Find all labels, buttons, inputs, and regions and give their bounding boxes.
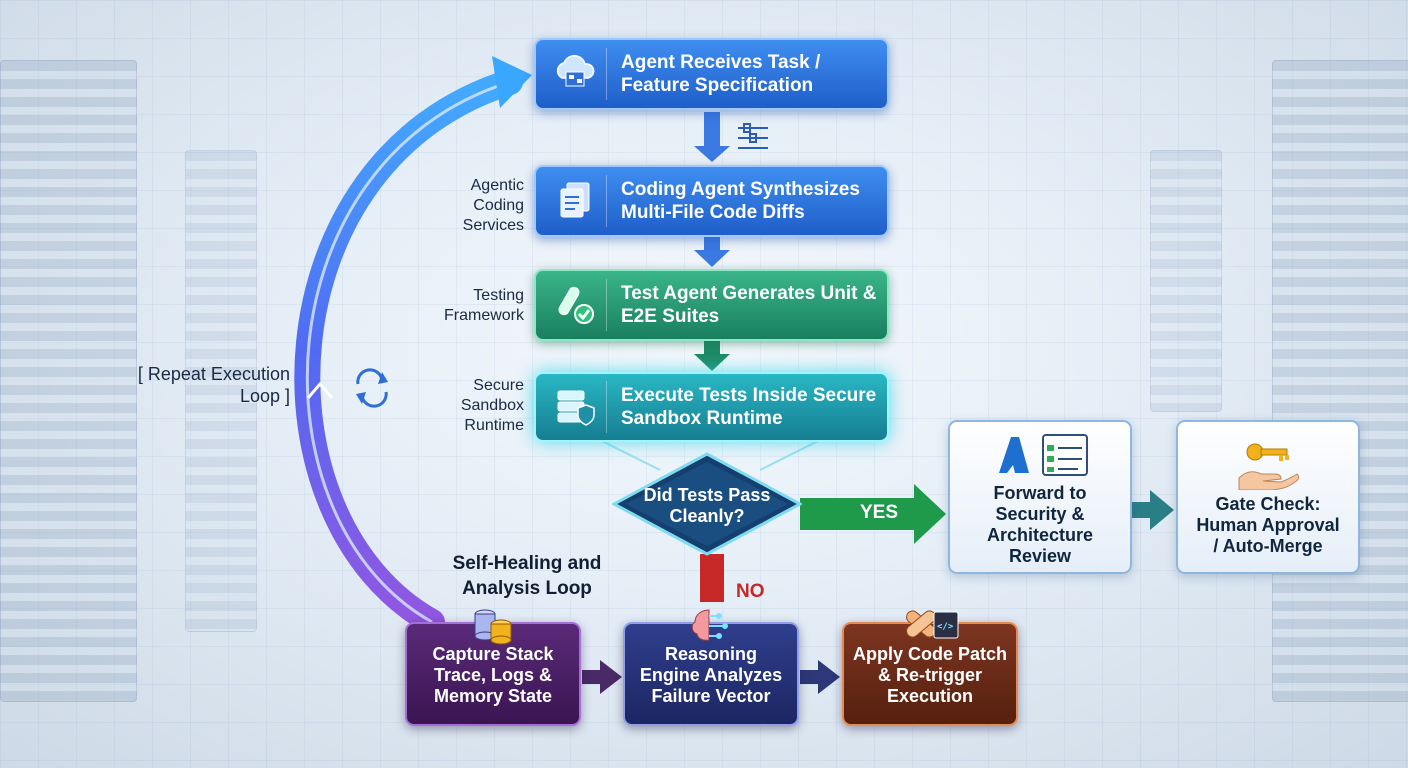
test-tube-check-icon	[544, 279, 607, 331]
node-patch-text: Apply Code Patch & Re-trigger Execution	[852, 644, 1008, 706]
node-generate-text: Test Agent Generates Unit & E2E Suites	[621, 283, 877, 327]
server-rack-right	[1272, 60, 1408, 702]
bandage-code-icon: </>	[900, 606, 960, 639]
label-repeat-loop: [ Repeat Execution Loop ]	[137, 364, 290, 406]
label-testing-framework: Testing Framework	[443, 287, 524, 324]
node-gate-text: Gate Check: Human Approval / Auto-Merge	[1196, 493, 1340, 556]
yes-label: YES	[860, 502, 899, 523]
no-label: NO	[736, 581, 765, 602]
arrow-reasoning-to-patch	[800, 660, 840, 694]
svg-text:</>: </>	[937, 622, 954, 632]
decision-diamond	[612, 452, 802, 556]
node-forward-text: Forward to Security & Architecture Revie…	[986, 483, 1094, 566]
node-execute-tests: Execute Tests Inside Secure Sandbox Runt…	[534, 372, 889, 442]
node-gate-check: Gate Check: Human Approval / Auto-Merge	[1176, 420, 1360, 574]
arrow-forward-to-gate	[1132, 490, 1174, 530]
label-self-healing-loop: Self-Healing and Analysis Loop	[452, 553, 602, 599]
node-capture-text: Capture Stack Trace, Logs & Memory State	[432, 644, 554, 706]
cloud-diagram-icon	[544, 48, 607, 100]
node-forward-review: Forward to Security & Architecture Revie…	[948, 420, 1132, 574]
server-rack-left-inner	[185, 150, 257, 632]
decision-text: Did Tests Pass Cleanly?	[643, 485, 771, 526]
node-execute-text: Execute Tests Inside Secure Sandbox Runt…	[621, 385, 877, 429]
node-receive-text: Agent Receives Task / Feature Specificat…	[621, 52, 821, 96]
azure-checklist-icon	[985, 431, 1095, 483]
arrow-receive-to-synthesize	[694, 112, 730, 162]
no-arrow	[700, 554, 724, 602]
node-apply-patch: </> Apply Code Patch & Re-trigger Execut…	[842, 610, 1018, 726]
yes-arrow	[800, 484, 946, 544]
brain-circuit-icon	[689, 606, 733, 641]
loop-arc-highlight	[305, 80, 511, 624]
server-rack-right-inner	[1150, 150, 1222, 412]
loop-up-chevron	[306, 381, 334, 399]
server-rack-left	[0, 60, 137, 702]
arrow-synthesize-to-generate	[694, 236, 730, 267]
node-receive-task: Agent Receives Task / Feature Specificat…	[534, 38, 889, 110]
funnel-lines	[599, 439, 821, 471]
node-synthesize-text: Coding Agent Synthesizes Multi-File Code…	[621, 179, 860, 223]
key-hand-icon	[1233, 438, 1303, 494]
database-stack-icon	[469, 606, 517, 645]
loop-arc-head	[492, 56, 532, 108]
node-synthesize-diffs: Coding Agent Synthesizes Multi-File Code…	[534, 165, 889, 237]
node-generate-tests: Test Agent Generates Unit & E2E Suites	[534, 269, 889, 341]
loop-arc	[294, 69, 523, 635]
arrow-capture-to-reasoning	[582, 660, 622, 694]
node-reasoning-engine: Reasoning Engine Analyzes Failure Vector	[623, 609, 799, 726]
node-reasoning-text: Reasoning Engine Analyzes Failure Vector	[639, 644, 783, 706]
flow-branch-icon	[738, 123, 768, 149]
documents-icon	[544, 175, 607, 227]
label-coding-services: Agentic Coding Services	[462, 177, 524, 234]
refresh-icon	[356, 368, 388, 408]
arrow-generate-to-execute	[694, 340, 730, 371]
node-capture-state: Capture Stack Trace, Logs & Memory State	[405, 609, 581, 726]
server-shield-icon	[544, 381, 607, 433]
label-sandbox-runtime: Secure Sandbox Runtime	[460, 377, 524, 434]
